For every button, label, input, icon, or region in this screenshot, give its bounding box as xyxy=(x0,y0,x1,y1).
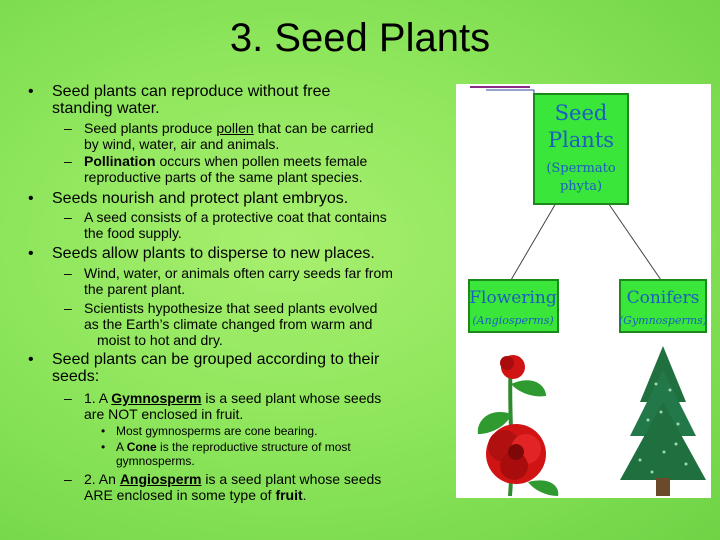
flowering-box xyxy=(468,279,559,333)
bullet-line: standing water. xyxy=(52,100,160,117)
text: A seed consists of a protective coat tha… xyxy=(84,209,387,225)
text: as the Earth’s climate changed from warm… xyxy=(84,316,373,332)
subsub-cone-bearing: Most gymnosperms are cone bearing. xyxy=(116,424,317,438)
term-fruit: fruit xyxy=(275,487,303,503)
text: nourish and protect plant embryos. xyxy=(97,190,349,207)
conifer-tree-illustration xyxy=(620,346,706,496)
text: Scientists hypothesize that seed plants … xyxy=(84,300,378,316)
seed-plants-diagram: Seed Plants (Spermato phyta) Flowering (… xyxy=(456,84,711,498)
sub-pollen: Seed plants produce pollen that can be c… xyxy=(84,120,374,152)
term-angiosperm: Angiosperm xyxy=(119,471,202,487)
text: is a seed plant whose seeds xyxy=(201,390,382,406)
bullet-marker: • xyxy=(28,83,34,100)
text: 2. An xyxy=(84,471,120,487)
rose-illustration xyxy=(477,355,559,497)
bullet-grouped: Seed plants can be grouped according to … xyxy=(52,351,379,385)
text: the food supply. xyxy=(84,225,182,241)
sub-pollination: Pollination occurs when pollen meets fem… xyxy=(84,153,367,185)
sub-gymnosperm: 1. A Gymnosperm is a seed plant whose se… xyxy=(84,390,381,422)
conifers-label: Conifers xyxy=(627,288,700,308)
text: moist to hot and dry. xyxy=(97,332,223,348)
text: occurs when pollen meets female xyxy=(155,153,368,169)
plants-label: Plants xyxy=(548,128,614,152)
text: Most gymnosperms are cone bearing. xyxy=(116,424,318,438)
text: Seeds allow plants to disperse to new pl… xyxy=(52,245,375,262)
term-gymnosperm: Gymnosperm xyxy=(111,390,202,406)
sub-marker: – xyxy=(64,265,72,281)
sub-marker: – xyxy=(64,209,72,225)
sub-evolution: Scientists hypothesize that seed plants … xyxy=(84,300,377,348)
subsub-marker: • xyxy=(101,424,106,438)
bullet-seed-plants: Seed plants can reproduce without free s… xyxy=(52,83,330,117)
seed-label: Seed xyxy=(555,101,608,125)
text: by wind, water, air and animals. xyxy=(84,136,280,152)
angiosperms-label: (Angiosperms) xyxy=(472,314,553,327)
bullet-marker: • xyxy=(28,245,34,262)
text: A xyxy=(116,440,127,454)
subsub-cone: A Cone is the reproductive structure of … xyxy=(116,440,351,468)
sub-angiosperm: 2. An Angiosperm is a seed plant whose s… xyxy=(84,471,381,503)
text: are NOT enclosed in fruit. xyxy=(84,406,244,422)
term-pollen: pollen xyxy=(216,120,254,136)
term-pollination: Pollination xyxy=(84,153,156,169)
sub-marker: – xyxy=(64,471,72,487)
text: Wind, water, or animals often carry seed… xyxy=(84,265,393,281)
text: . xyxy=(302,487,307,503)
term-cone: Cone xyxy=(126,440,157,454)
sub-marker: – xyxy=(64,300,72,316)
bullet-line: Seed plants can reproduce without free xyxy=(52,83,331,100)
text: is the reproductive structure of most xyxy=(156,440,351,454)
text: the parent plant. xyxy=(84,281,186,297)
subsub-marker: • xyxy=(101,440,106,454)
text: is a seed plant whose seeds xyxy=(201,471,382,487)
bullet-marker: • xyxy=(28,190,34,207)
gymnosperms-label: (Gymnosperms) xyxy=(619,314,707,327)
sub-seed-coat: A seed consists of a protective coat tha… xyxy=(84,209,387,241)
sub-marker: – xyxy=(64,153,72,169)
sub-marker: – xyxy=(64,120,72,136)
sub-dispersal: Wind, water, or animals often carry seed… xyxy=(84,265,393,297)
sub-marker: – xyxy=(64,390,72,406)
text: ARE enclosed in some type of xyxy=(84,487,276,503)
diagram-svg: Seed Plants (Spermato phyta) Flowering (… xyxy=(468,86,707,497)
text: Seeds xyxy=(52,190,98,207)
bullet-seeds-nourish: Seeds nourish and protect plant embryos. xyxy=(52,190,348,207)
text: that can be carried xyxy=(253,120,374,136)
text: 1. A xyxy=(84,390,112,406)
bullet-marker: • xyxy=(28,351,34,368)
text: Seed plants produce xyxy=(84,120,217,136)
text: seeds: xyxy=(52,368,100,385)
text: reproductive parts of the same plant spe… xyxy=(84,169,363,185)
slide-title: 3. Seed Plants xyxy=(229,16,491,60)
spermatophyta-label-2: phyta) xyxy=(560,179,602,194)
flowering-label: Flowering xyxy=(469,288,557,308)
text: gymnosperms. xyxy=(116,454,195,468)
bullet-seeds-disperse: Seeds allow plants to disperse to new pl… xyxy=(52,245,375,262)
spermatophyta-label-1: (Spermato xyxy=(546,161,616,176)
text: Seed plants can be grouped according to … xyxy=(52,351,380,368)
conifers-box xyxy=(619,279,707,333)
seed-plants-box xyxy=(533,93,629,205)
